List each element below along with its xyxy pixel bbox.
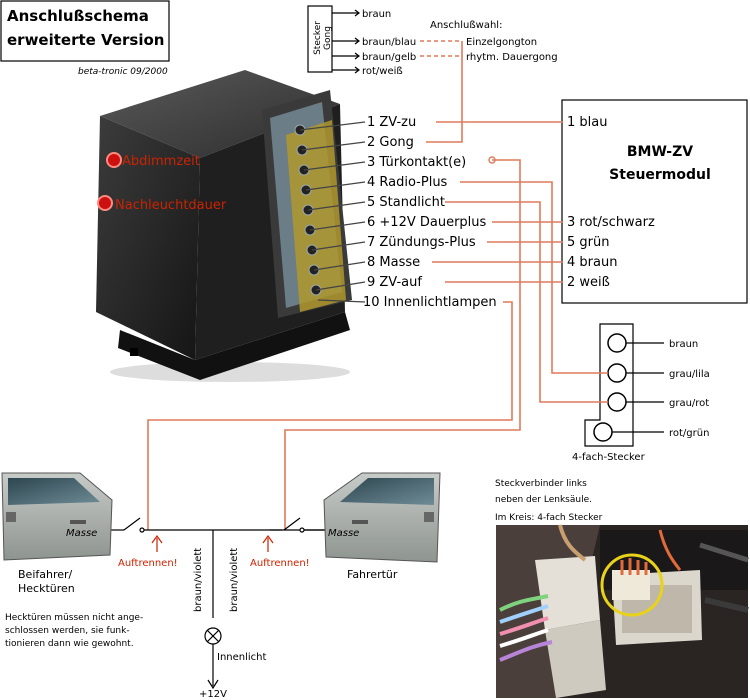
four-pin-braun: braun	[669, 339, 698, 350]
gong-plug-body	[307, 5, 333, 73]
left-door-caption1: Beifahrer/	[18, 568, 73, 581]
right-door-icon: Masse	[323, 472, 441, 563]
pin-list: 1 ZV-zu 2 Gong 3 Türkontakt(e) 4 Radio-P…	[299, 115, 497, 310]
pin-8: 8 Masse	[367, 255, 420, 270]
left-masse-label: Masse	[66, 528, 97, 539]
module-pin-3: 3 rot/schwarz	[567, 215, 655, 230]
note-line2: schlossen werden, sie funk-	[5, 626, 130, 636]
gong-wire-braun-gelb: braun/gelb	[362, 52, 416, 63]
title-box: Anschlußschema erweiterte Version beta-t…	[0, 0, 170, 77]
four-pin-connector: braun grau/lila grau/rot rot/grün 4-fach…	[572, 323, 710, 463]
bmw-zv-module: BMW-ZV Steuermodul 1 blau 3 rot/schwarz …	[561, 99, 748, 304]
door-circuit	[108, 517, 330, 690]
title-line2: erweiterte Version	[7, 31, 164, 49]
photo-caption3: Im Kreis: 4-fach Stecker	[495, 513, 603, 523]
pin-9: 9 ZV-auf	[367, 275, 422, 290]
gong-wire-rot-weiss: rot/weiß	[362, 66, 403, 77]
knob1-label: Abdimmzeit	[122, 154, 200, 169]
module-pin-4: 4 braun	[567, 255, 617, 270]
gong-plug: Stecker Gong braun braun/blau braun/gelb…	[307, 5, 558, 122]
photo-caption1: Steckverbinder links	[495, 479, 587, 489]
rear-door-note: Hecktüren müssen nicht ange- schlossen w…	[5, 613, 143, 649]
four-pin-rot-gruen: rot/grün	[669, 428, 709, 439]
knob2-label: Nachleuchtdauer	[115, 198, 227, 213]
four-pin-grau-lila: grau/lila	[669, 369, 710, 380]
dimming-knob	[106, 152, 122, 168]
connector-photo	[496, 524, 749, 698]
control-device: Abdimmzeit Nachleuchtdauer	[96, 70, 352, 382]
lamp-label: Innenlicht	[217, 652, 267, 663]
gong-wire-braun: braun	[362, 9, 391, 20]
pin-5: 5 Standlicht	[367, 195, 445, 210]
pin-3: 3 Türkontakt(e)	[367, 155, 466, 170]
supply-label: +12V	[199, 689, 227, 700]
terminal-screws	[294, 124, 322, 296]
afterglow-knob	[97, 195, 113, 211]
module-title1: BMW-ZV	[627, 144, 693, 160]
note-line3: tionieren dann wie gewohnt.	[5, 639, 134, 649]
module-title2: Steuermodul	[609, 167, 711, 183]
title-credit: beta-tronic 09/2000	[78, 67, 168, 77]
module-pin-2: 2 weiß	[567, 275, 610, 290]
wires	[147, 121, 608, 530]
left-door-icon: Masse	[1, 472, 113, 561]
title-line1: Anschlußschema	[7, 7, 149, 25]
pin-4: 4 Radio-Plus	[367, 175, 448, 190]
gong-choice-title: Anschlußwahl:	[430, 20, 502, 31]
left-door-caption2: Hecktüren	[18, 582, 75, 595]
gong-choice-single: Einzelgongton	[466, 37, 537, 48]
four-pin-label: 4-fach-Stecker	[572, 452, 646, 463]
right-masse-label: Masse	[328, 528, 359, 539]
four-pin-grau-rot: grau/rot	[669, 398, 709, 409]
module-pin-5: 5 grün	[567, 235, 609, 250]
gong-plug-label1: Stecker	[313, 21, 323, 55]
note-line1: Hecktüren müssen nicht ange-	[5, 613, 143, 623]
module-pin-1: 1 blau	[567, 115, 607, 130]
pin-10: 10 Innenlichtlampen	[363, 295, 497, 310]
right-door-caption: Fahrertür	[347, 568, 398, 581]
gong-wire-braun-blau: braun/blau	[362, 37, 416, 48]
photo-caption2: neben der Lenksäule.	[495, 495, 592, 505]
pin-1: 1 ZV-zu	[367, 115, 416, 130]
cut-label-right: Auftrennen!	[250, 558, 310, 569]
wire-label-right: braun/violett	[229, 548, 240, 612]
pin-2: 2 Gong	[367, 135, 414, 150]
pin-7: 7 Zündungs-Plus	[367, 235, 476, 250]
cut-label-left: Auftrennen!	[118, 558, 178, 569]
wire-label-left: braun/violett	[193, 548, 204, 612]
pin-6: 6 +12V Dauerplus	[367, 215, 487, 230]
gong-plug-label2: Gong	[323, 26, 333, 50]
gong-choice-rhythm: rhytm. Dauergong	[466, 52, 558, 63]
